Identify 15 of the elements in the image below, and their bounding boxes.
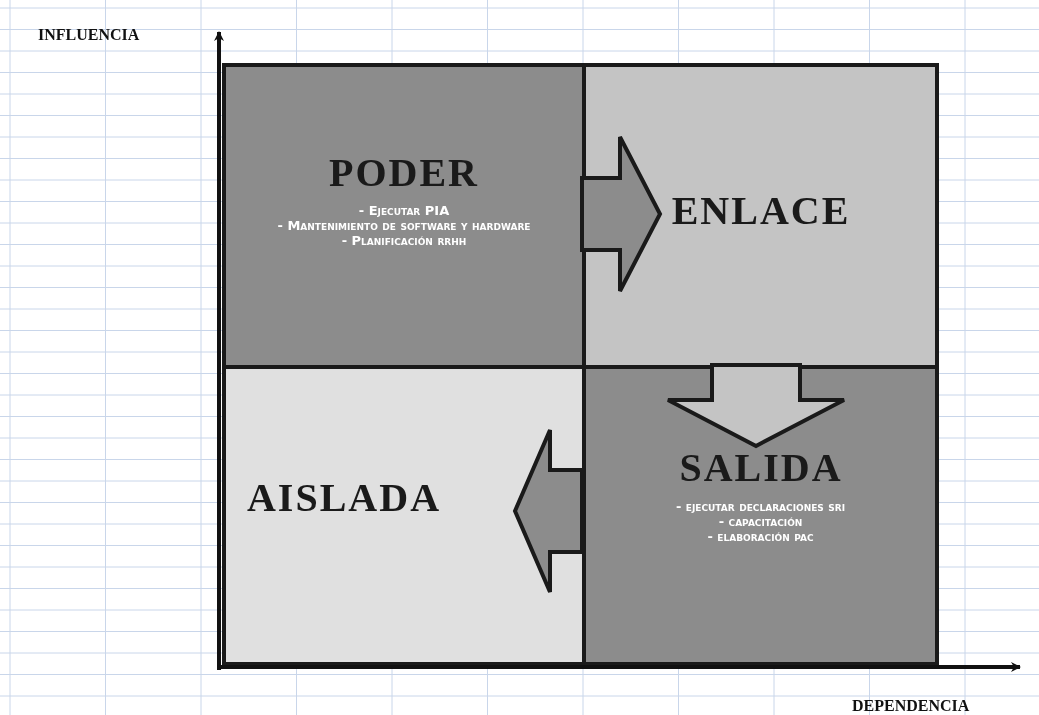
list-item: - Mantenimiento de software y hardware: [276, 218, 532, 233]
quadrant-title: PODER: [329, 149, 479, 196]
list-item: - capacitación: [717, 514, 804, 529]
list-item: - elaboración pac: [706, 529, 815, 544]
axis-label: DEPENDENCIA: [852, 697, 970, 715]
quadrant-title: SALIDA: [679, 444, 843, 491]
block-arrow: [580, 135, 663, 293]
list-item: - ejecutar declaraciones sri: [674, 499, 847, 514]
list-item: - Planificación rrhh: [340, 233, 468, 248]
block-arrow: [666, 363, 846, 449]
quadrant-title: AISLADA: [247, 474, 441, 521]
quadrant-title: ENLACE: [671, 187, 851, 234]
list-item: - Ejecutar PIA: [357, 203, 451, 218]
axis-label: INFLUENCIA: [38, 26, 140, 44]
block-arrow: [512, 428, 584, 594]
